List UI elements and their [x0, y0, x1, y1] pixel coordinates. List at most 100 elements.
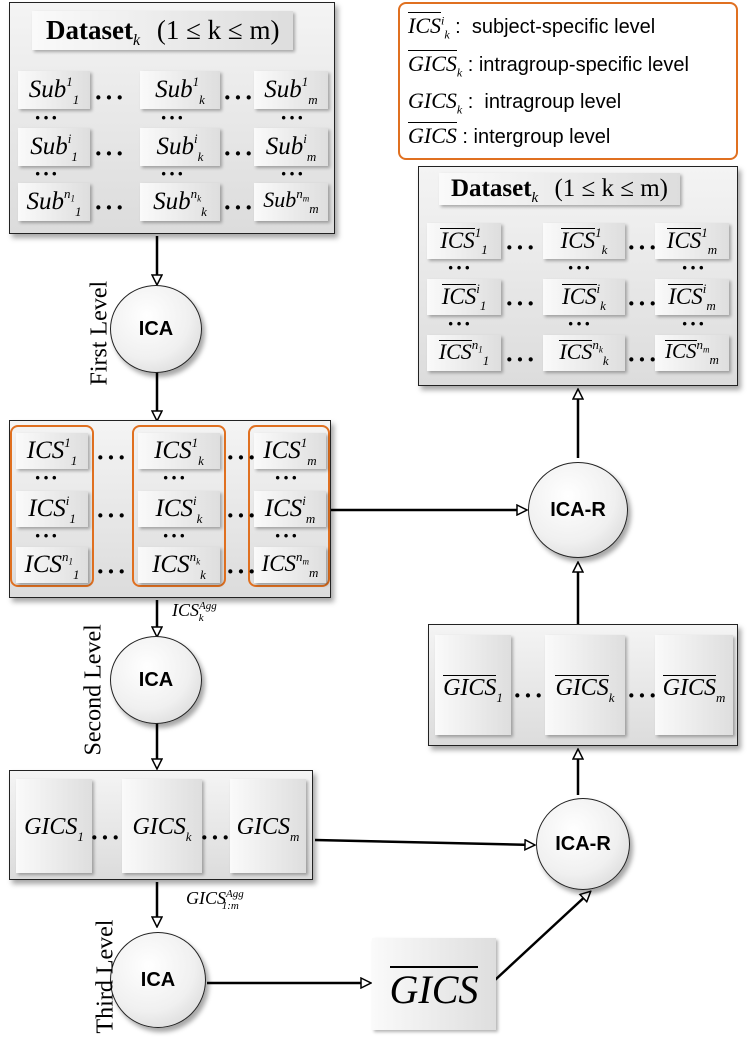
- dots: ···: [226, 501, 259, 530]
- dots: ···: [513, 681, 546, 710]
- vdots: ···: [567, 255, 593, 280]
- ics-box: ICS11 ··· ICS1k ··· ICS1m ··· ··· ··· IC…: [9, 420, 331, 598]
- dots: ···: [505, 289, 538, 318]
- ics-specific-cell: ICSnkk: [543, 335, 625, 371]
- dataset-title-right: Dataset: [451, 175, 532, 202]
- legend-label-intragroup: intragroup level: [484, 91, 622, 113]
- ics-cell: ICSnmm: [254, 547, 326, 583]
- sub-cell: Sub11: [18, 71, 90, 109]
- dots: ···: [223, 139, 256, 168]
- dots: ···: [94, 139, 127, 168]
- dataset-header: Datasetk (1 ≤ k ≤ m): [32, 11, 294, 50]
- sub-cell: Subn11: [18, 183, 90, 221]
- gics-cell: GICS1: [16, 779, 92, 873]
- ics-specific-cell: ICSnmm: [655, 335, 729, 371]
- second-level-label: Second Level: [80, 624, 107, 756]
- dots: ···: [96, 443, 129, 472]
- sub-cell: Subnkk: [140, 183, 220, 221]
- dataset-range-right: (1 ≤ k ≤ m): [554, 175, 668, 202]
- vdots: ···: [162, 465, 188, 490]
- dots: ···: [94, 83, 127, 112]
- dots: ···: [96, 501, 129, 530]
- gics-specific-box: GICS1 ··· GICSk ··· GICSm: [428, 624, 738, 746]
- vdots: ···: [274, 523, 300, 548]
- vdots: ···: [160, 105, 186, 130]
- ics-specific-cell: ICSi1: [427, 279, 501, 315]
- dots: ···: [226, 557, 259, 586]
- vdots: ···: [681, 255, 707, 280]
- gics-specific-cell: GICSm: [655, 635, 733, 735]
- ics-specific-cell: ICSn11: [427, 335, 501, 371]
- dots: ···: [505, 233, 538, 262]
- group-outline-m: [248, 425, 330, 587]
- gics-specific-cell: GICSk: [545, 635, 625, 735]
- dataset-range: (1 ≤ k ≤ m): [156, 15, 280, 45]
- dots: ···: [223, 193, 256, 222]
- vdots: ···: [160, 161, 186, 186]
- vdots: ···: [447, 311, 473, 336]
- group-outline-k: [132, 425, 226, 587]
- vdots: ···: [34, 161, 60, 186]
- legend-row-subject-specific: ICSik : subject-specific level: [408, 12, 656, 42]
- first-level-label: First Level: [86, 280, 113, 386]
- ics-specific-cell: ICSim: [655, 279, 729, 315]
- dots: ···: [627, 233, 660, 262]
- dataset-header-right: Datasetk (1 ≤ k ≤ m): [439, 173, 680, 206]
- dots: ···: [96, 557, 129, 586]
- sub-cell: Subik: [140, 128, 220, 166]
- third-level-label: Third Level: [92, 919, 119, 1034]
- legend-label-subject-specific: subject-specific level: [471, 16, 656, 38]
- sub-cell: Sub1k: [140, 71, 220, 109]
- gics-cell: GICSk: [122, 779, 202, 873]
- dataset-box-subjects: Datasetk (1 ≤ k ≤ m) Sub11 ··· Sub1k ···…: [9, 2, 335, 234]
- ica-r-node-upper: ICA-R: [528, 462, 628, 558]
- dots: ···: [226, 443, 259, 472]
- dots: ···: [505, 345, 538, 374]
- ics-cell: ICSnkk: [138, 547, 220, 583]
- dots: ···: [90, 823, 123, 852]
- ics-specific-cell: ICS1k: [543, 223, 625, 259]
- ics-cell: ICS1k: [138, 433, 220, 469]
- ics-cell: ICSim: [254, 491, 326, 527]
- ics-cell: ICSn11: [16, 547, 88, 583]
- legend-row-intergroup: GICS : intergroup level: [408, 122, 611, 148]
- gics-agg-label: GICSAgg1:m: [186, 888, 244, 912]
- ica-r-node-lower: ICA-R: [536, 798, 630, 890]
- ica-node-first: ICA: [110, 285, 202, 373]
- vdots: ···: [567, 311, 593, 336]
- legend-row-intragroup-specific: GICSk : intragroup-specific level: [408, 50, 689, 80]
- gics-specific-cell: GICS1: [435, 635, 511, 735]
- vdots: ···: [280, 161, 306, 186]
- sub-cell: Subim: [254, 128, 328, 166]
- vdots: ···: [162, 523, 188, 548]
- vdots: ···: [34, 105, 60, 130]
- ics-specific-cell: ICSik: [543, 279, 625, 315]
- dataset-title: Dataset: [46, 15, 133, 45]
- vdots: ···: [34, 465, 60, 490]
- ics-agg-label: ICSAggk: [172, 600, 217, 624]
- vdots: ···: [34, 523, 60, 548]
- dataset-box-subject-specific: Datasetk (1 ≤ k ≤ m) ICS11 ··· ICS1k ···…: [418, 166, 738, 386]
- ica-node-third: ICA: [110, 932, 206, 1028]
- dots: ···: [94, 193, 127, 222]
- vdots: ···: [280, 105, 306, 130]
- dots: ···: [627, 345, 660, 374]
- group-outline-1: [10, 425, 94, 587]
- vdots: ···: [274, 465, 300, 490]
- sub-cell: Subi1: [18, 128, 90, 166]
- legend: ICSik : subject-specific level GICSk : i…: [398, 2, 738, 160]
- sub-cell: Subnmm: [254, 183, 328, 221]
- ics-cell: ICS11: [16, 433, 88, 469]
- legend-row-intragroup: GICSk : intragroup level: [408, 88, 622, 117]
- dots: ···: [200, 823, 233, 852]
- vdots: ···: [447, 255, 473, 280]
- ics-cell: ICSi1: [16, 491, 88, 527]
- ics-specific-cell: ICS11: [427, 223, 501, 259]
- legend-label-intergroup: intergroup level: [473, 126, 611, 148]
- dots: ···: [627, 289, 660, 318]
- ics-cell: ICS1m: [254, 433, 326, 469]
- ics-cell: ICSik: [138, 491, 220, 527]
- sub-cell: Sub1m: [254, 71, 328, 109]
- vdots: ···: [681, 311, 707, 336]
